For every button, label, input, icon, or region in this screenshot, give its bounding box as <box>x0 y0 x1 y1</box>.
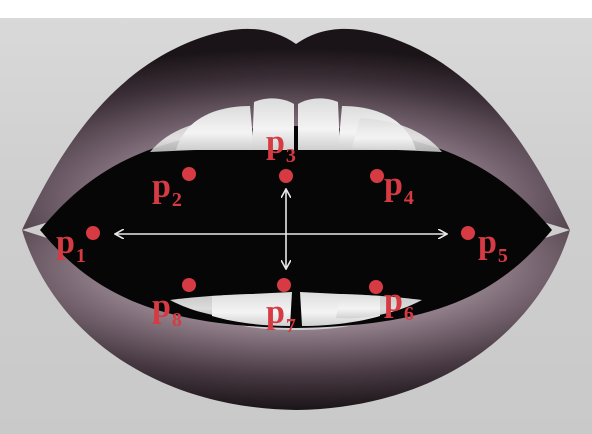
landmark-label-p2: p2 <box>152 170 182 210</box>
landmark-label-p6: p6 <box>384 284 414 324</box>
landmark-label-p8: p8 <box>152 290 182 330</box>
landmark-label-p7: p7 <box>266 296 296 336</box>
landmark-label-p5: p5 <box>478 226 508 266</box>
landmark-dot-p3 <box>279 169 293 183</box>
landmark-dot-p5 <box>461 226 475 240</box>
landmark-dot-p1 <box>86 226 100 240</box>
landmark-label-p1: p1 <box>56 226 86 266</box>
landmark-label-p3: p3 <box>266 126 296 166</box>
landmark-dot-p4 <box>370 169 384 183</box>
landmark-dot-p8 <box>182 278 196 292</box>
landmark-dot-p6 <box>369 280 383 294</box>
landmark-label-p4: p4 <box>384 168 414 208</box>
landmark-dot-p2 <box>182 167 196 181</box>
landmark-dot-p7 <box>277 278 291 292</box>
